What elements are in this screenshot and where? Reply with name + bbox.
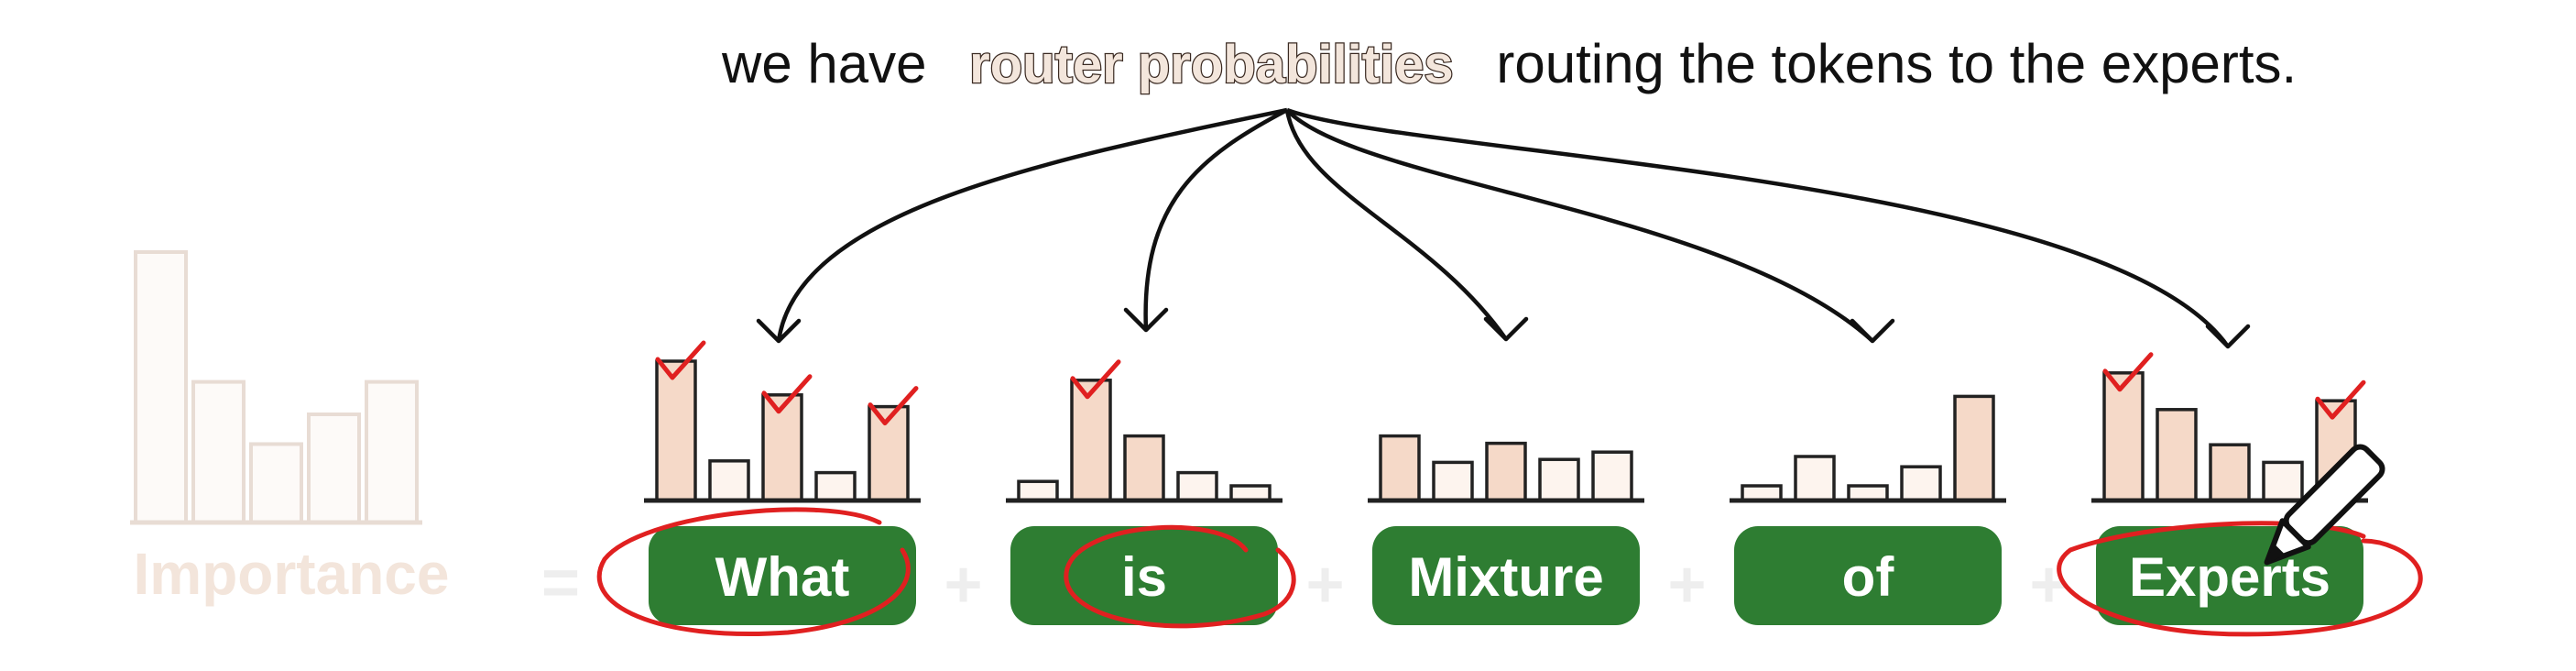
routing-arrow	[1285, 108, 1874, 343]
equals-sign: =	[541, 546, 580, 620]
arrow-head	[2205, 324, 2251, 349]
arrow-head	[1483, 316, 1529, 342]
arrow-head	[1123, 307, 1169, 333]
routing-arrow	[1143, 108, 1289, 331]
token-box	[1372, 526, 1640, 625]
token-label: What	[715, 546, 850, 608]
annotation-ellipse	[596, 507, 911, 637]
expert-probability-bar	[2209, 443, 2251, 502]
annotation-ellipse	[1064, 524, 1296, 629]
check-mark	[2315, 380, 2366, 420]
arrow-head	[1850, 318, 1895, 344]
check-mark	[655, 340, 706, 380]
expert-probability-bar	[1176, 470, 1218, 502]
token-row: What+is+Mixture+of+Experts	[649, 526, 2363, 625]
token-box	[649, 526, 916, 625]
expert-probability-bar	[1953, 394, 1995, 502]
headline: we have router probabilities routing the…	[721, 33, 2297, 94]
expert-probability-bar	[1900, 465, 1942, 502]
expert-probability-bar	[761, 393, 803, 502]
arrow-head	[756, 318, 802, 344]
routing-arrow	[776, 107, 1288, 342]
routing-arrows	[756, 107, 2251, 349]
routing-arrow	[1284, 109, 1508, 341]
importance-bar	[365, 380, 419, 524]
token-label: Experts	[2129, 546, 2330, 608]
pen-cursor-icon	[2264, 444, 2385, 566]
importance-bar	[191, 380, 246, 524]
headline-highlight: router probabilities	[969, 35, 1454, 94]
expert-probability-bar	[1123, 434, 1165, 502]
expert-probability-bar	[1379, 434, 1421, 502]
token-label: is	[1121, 546, 1167, 608]
headline-prefix: we have	[721, 33, 926, 94]
token-label: of	[1842, 546, 1895, 608]
expert-probability-bar	[1070, 379, 1112, 502]
importance-bar	[134, 250, 188, 524]
expert-probability-bar	[1591, 450, 1633, 502]
routing-arrow	[1286, 107, 2230, 348]
check-mark	[868, 386, 919, 426]
token-label: Mixture	[1408, 546, 1603, 608]
token-box	[1734, 526, 2002, 625]
expert-probability-bar	[2102, 371, 2145, 502]
plus-sign: +	[1305, 548, 1344, 622]
expert-probability-bar	[1432, 460, 1474, 502]
expert-probability-bar	[814, 470, 857, 502]
check-mark	[2102, 352, 2154, 392]
token-bar-charts	[644, 340, 2368, 503]
expert-probability-bar	[655, 359, 697, 502]
importance-bar	[249, 442, 303, 525]
expert-probability-bar	[1538, 457, 1580, 502]
plus-sign: +	[1667, 548, 1706, 622]
importance-chart	[130, 250, 422, 525]
annotation-layer	[596, 444, 2423, 637]
expert-probability-bar	[2262, 460, 2304, 502]
expert-probability-bar	[2156, 408, 2198, 502]
expert-probability-bar	[708, 459, 750, 502]
expert-probability-bar	[1485, 441, 1527, 502]
expert-probability-bar	[1017, 479, 1059, 502]
annotation-ellipse	[2057, 521, 2423, 637]
check-mark	[761, 374, 813, 414]
importance-label: Importance	[134, 541, 450, 607]
headline-suffix: routing the tokens to the experts.	[1496, 33, 2297, 94]
importance-bar	[307, 412, 361, 524]
check-mark	[1070, 359, 1121, 400]
expert-probability-bar	[1794, 455, 1836, 502]
plus-sign: +	[944, 548, 982, 622]
